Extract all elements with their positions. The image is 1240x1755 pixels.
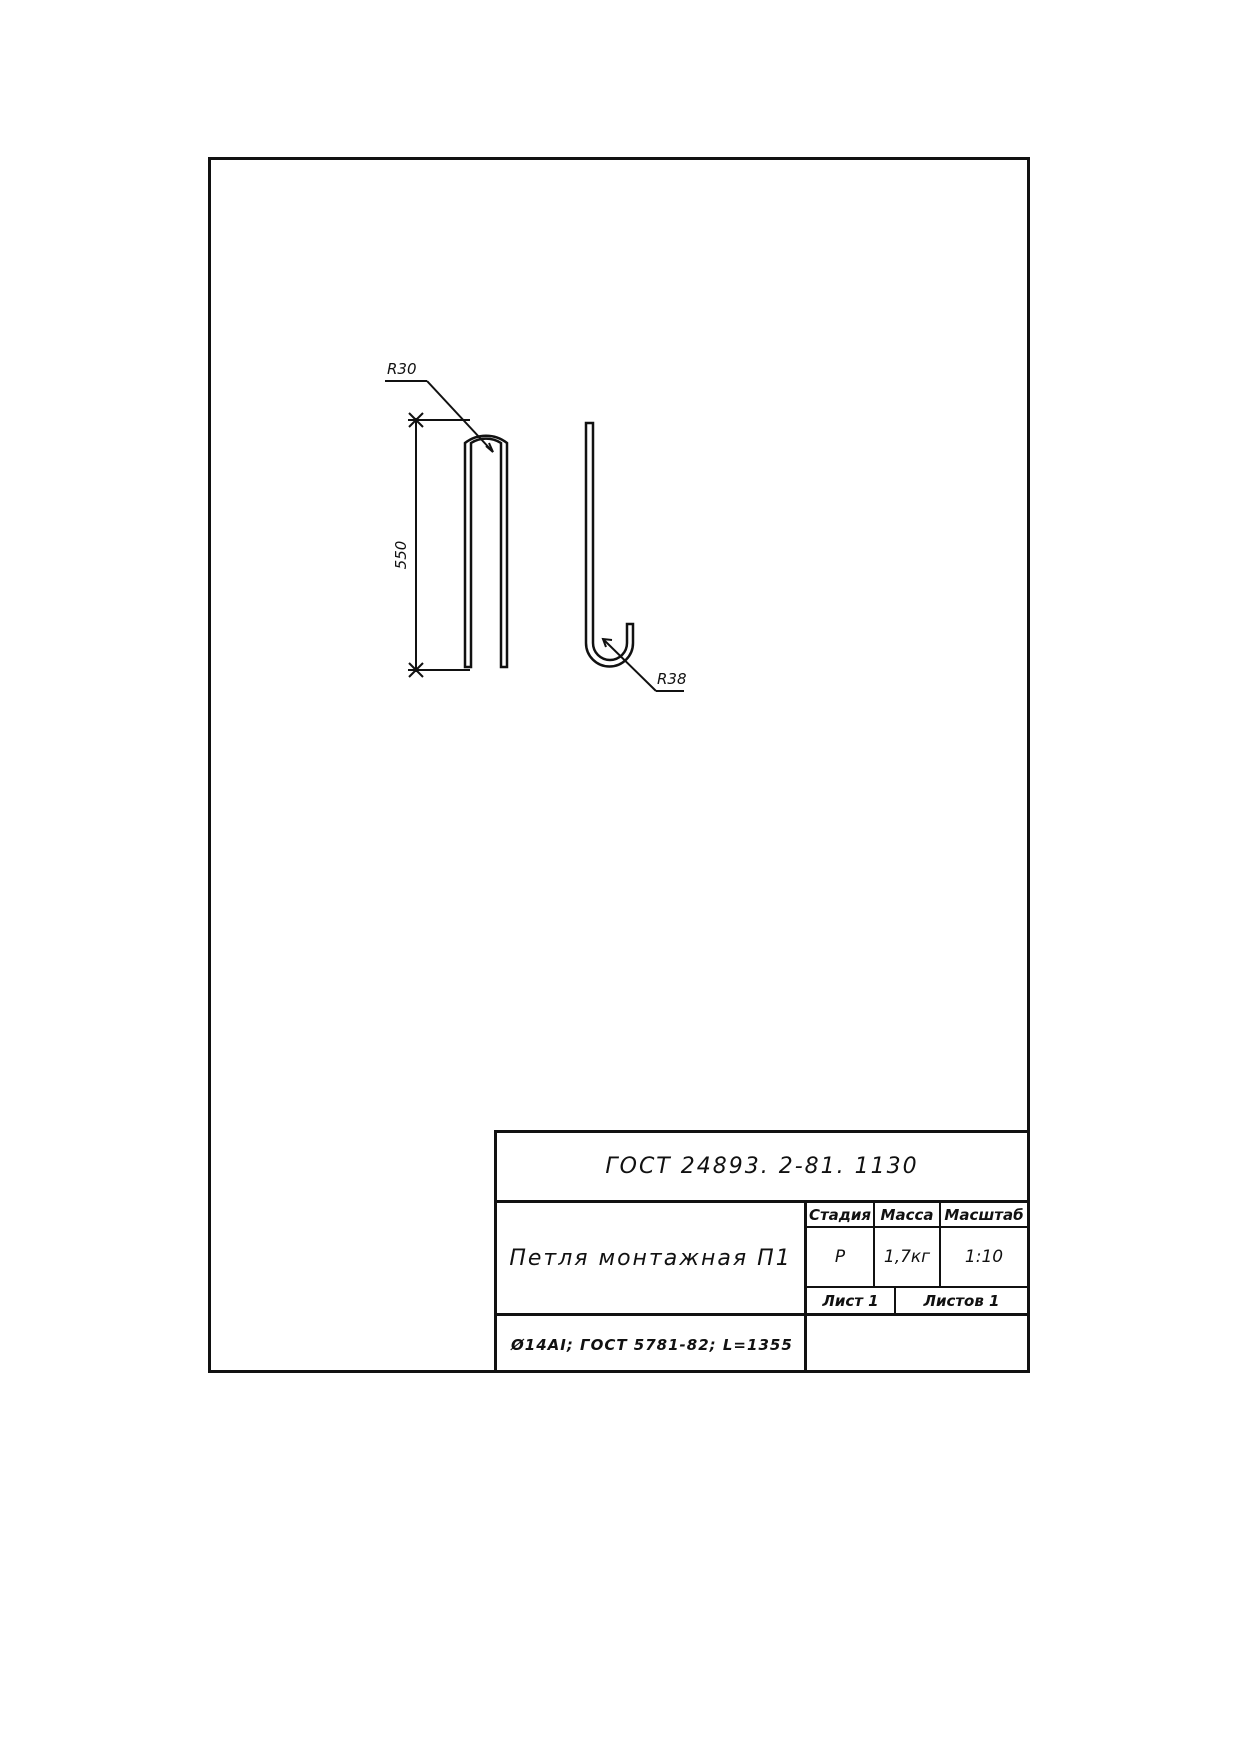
title-block: ГОСТ 24893. 2-81. 1130 Петля монтажная П… [494, 1130, 1027, 1373]
radius-bottom-leader [601, 637, 684, 692]
part-name: Петля монтажная П1 [497, 1203, 807, 1316]
drawing-frame [208, 157, 1030, 1373]
hook-contour [584, 421, 635, 668]
leader-line [426, 380, 494, 453]
stage-value: Р [807, 1228, 875, 1288]
material-spec: Ø14AI; ГОСТ 5781-82; L=1355 [497, 1316, 807, 1373]
scale-header: Масштаб [941, 1203, 1027, 1228]
mass-header: Масса [875, 1203, 941, 1228]
height-dimension [408, 412, 470, 678]
scale-value: 1:10 [941, 1228, 1027, 1288]
leader-line [602, 638, 657, 692]
radius-top-label: R30 [387, 360, 417, 378]
hook-side-view [584, 421, 635, 668]
tick-top-b [408, 412, 424, 428]
document-code: ГОСТ 24893. 2-81. 1130 [605, 1154, 919, 1179]
leader-arrow [485, 442, 494, 453]
height-label: 550 [392, 541, 410, 570]
loop-outer-contour [463, 434, 509, 669]
stage-header: Стадия [807, 1203, 875, 1228]
radius-top-leader [385, 380, 494, 453]
leader-arrow [601, 637, 613, 648]
sheet-number: Лист 1 [807, 1288, 896, 1316]
sheets-total: Листов 1 [896, 1288, 1027, 1316]
radius-bottom-label: R38 [657, 670, 687, 688]
mass-value: 1,7кг [875, 1228, 941, 1288]
tick-bottom-b [408, 662, 424, 678]
title-block-code-row: ГОСТ 24893. 2-81. 1130 [497, 1133, 1027, 1203]
loop-front-view [463, 434, 509, 669]
